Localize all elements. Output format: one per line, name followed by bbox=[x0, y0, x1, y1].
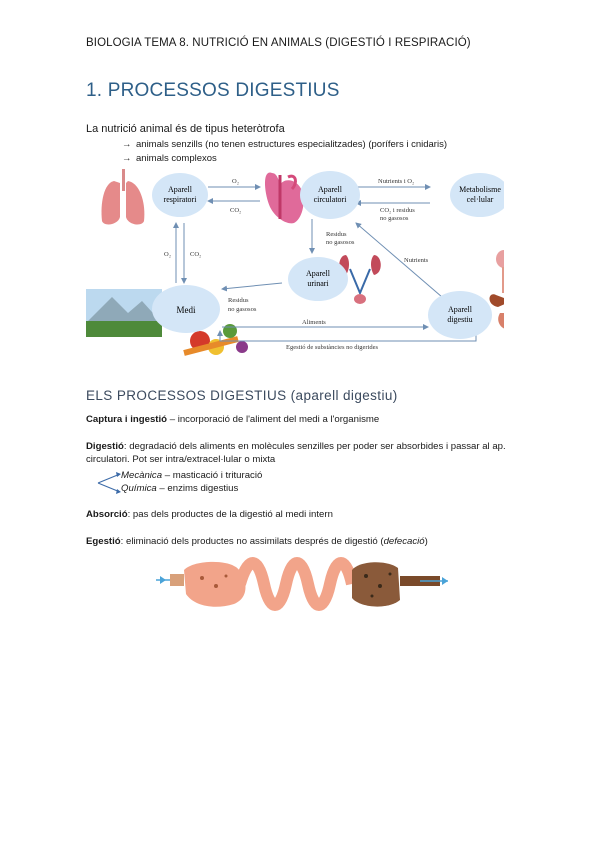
svg-text:Nutrients i O₂: Nutrients i O₂ bbox=[378, 178, 414, 185]
svg-text:O₂: O₂ bbox=[164, 251, 171, 258]
captura-paragraph: Captura i ingestió – incorporació de l'a… bbox=[86, 414, 380, 425]
arrow-icon: → bbox=[122, 139, 132, 150]
section-subtitle: ELS PROCESSOS DIGESTIUS (aparell digesti… bbox=[86, 388, 398, 403]
svg-text:CO₂: CO₂ bbox=[190, 251, 201, 258]
svg-text:CO₂: CO₂ bbox=[230, 207, 241, 214]
intro-text: La nutrició animal és de tipus heteròtro… bbox=[86, 123, 285, 135]
egestio-paragraph: Egestió: eliminació dels productes no as… bbox=[86, 536, 428, 547]
svg-text:Aparell: Aparell bbox=[306, 269, 331, 278]
branch-arrow-icon bbox=[97, 472, 121, 494]
diagram-arrows bbox=[173, 184, 477, 342]
svg-text:circulatori: circulatori bbox=[314, 195, 348, 204]
digestio-paragraph: Digestió: degradació dels aliments en mo… bbox=[86, 441, 506, 465]
node-urinari: Aparell urinari bbox=[288, 257, 348, 301]
svg-text:O₂: O₂ bbox=[232, 178, 239, 185]
svg-text:Medi: Medi bbox=[177, 305, 196, 315]
bullet-complex-animals: →animals complexos bbox=[122, 153, 217, 164]
digestion-systems-diagram: Aparell respiratori Aparell circulatori … bbox=[86, 169, 504, 356]
svg-text:no gasosos: no gasosos bbox=[326, 239, 355, 246]
svg-text:respiratori: respiratori bbox=[164, 195, 198, 204]
node-circulatori: Aparell circulatori bbox=[300, 171, 360, 219]
node-digestiu: Aparell digestiu bbox=[428, 291, 492, 339]
section-title: 1. PROCESSOS DIGESTIUS bbox=[86, 80, 340, 101]
svg-text:Aparell: Aparell bbox=[448, 305, 473, 314]
landscape-image bbox=[86, 289, 162, 337]
svg-text:no gasosos: no gasosos bbox=[380, 215, 409, 222]
digestive-tract-icon bbox=[489, 250, 504, 329]
bullet-simple-animals: →animals senzills (no tenen estructures … bbox=[122, 139, 447, 150]
svg-text:Aparell: Aparell bbox=[168, 185, 193, 194]
absorcio-paragraph: Absorció: pas dels productes de la diges… bbox=[86, 509, 333, 520]
quimica-item: Química – enzims digestius bbox=[121, 483, 239, 494]
svg-text:Aparell: Aparell bbox=[318, 185, 343, 194]
page-header: BIOLOGIA TEMA 8. NUTRICIÓ EN ANIMALS (DI… bbox=[86, 37, 471, 49]
svg-text:digestiu: digestiu bbox=[447, 315, 472, 324]
kidneys-icon bbox=[339, 255, 381, 304]
svg-text:cel·lular: cel·lular bbox=[467, 195, 494, 204]
node-respiratori: Aparell respiratori bbox=[152, 173, 208, 217]
svg-text:urinari: urinari bbox=[307, 279, 329, 288]
arrow-icon: → bbox=[122, 153, 132, 164]
svg-text:CO₂ i residus: CO₂ i residus bbox=[380, 207, 415, 214]
svg-text:Nutrients: Nutrients bbox=[404, 257, 429, 264]
mecanica-item: Mecànica – masticació i trituració bbox=[121, 470, 263, 481]
node-metabolisme: Metabolisme cel·lular bbox=[450, 173, 504, 217]
digestive-tube-illustration bbox=[156, 557, 448, 611]
svg-text:no gasosos: no gasosos bbox=[228, 306, 257, 313]
lungs-icon bbox=[101, 169, 145, 225]
svg-text:Residus: Residus bbox=[326, 231, 347, 238]
diagram-labels: O₂ CO₂ Nutrients i O₂ CO₂ i residus no g… bbox=[164, 178, 429, 351]
svg-text:Aliments: Aliments bbox=[302, 319, 326, 326]
svg-text:Metabolisme: Metabolisme bbox=[459, 185, 501, 194]
svg-text:Egestió de substàncies no dige: Egestió de substàncies no digerides bbox=[286, 344, 379, 351]
heart-icon bbox=[265, 172, 304, 224]
node-medi: Medi bbox=[152, 285, 220, 333]
svg-text:Residus: Residus bbox=[228, 297, 249, 304]
